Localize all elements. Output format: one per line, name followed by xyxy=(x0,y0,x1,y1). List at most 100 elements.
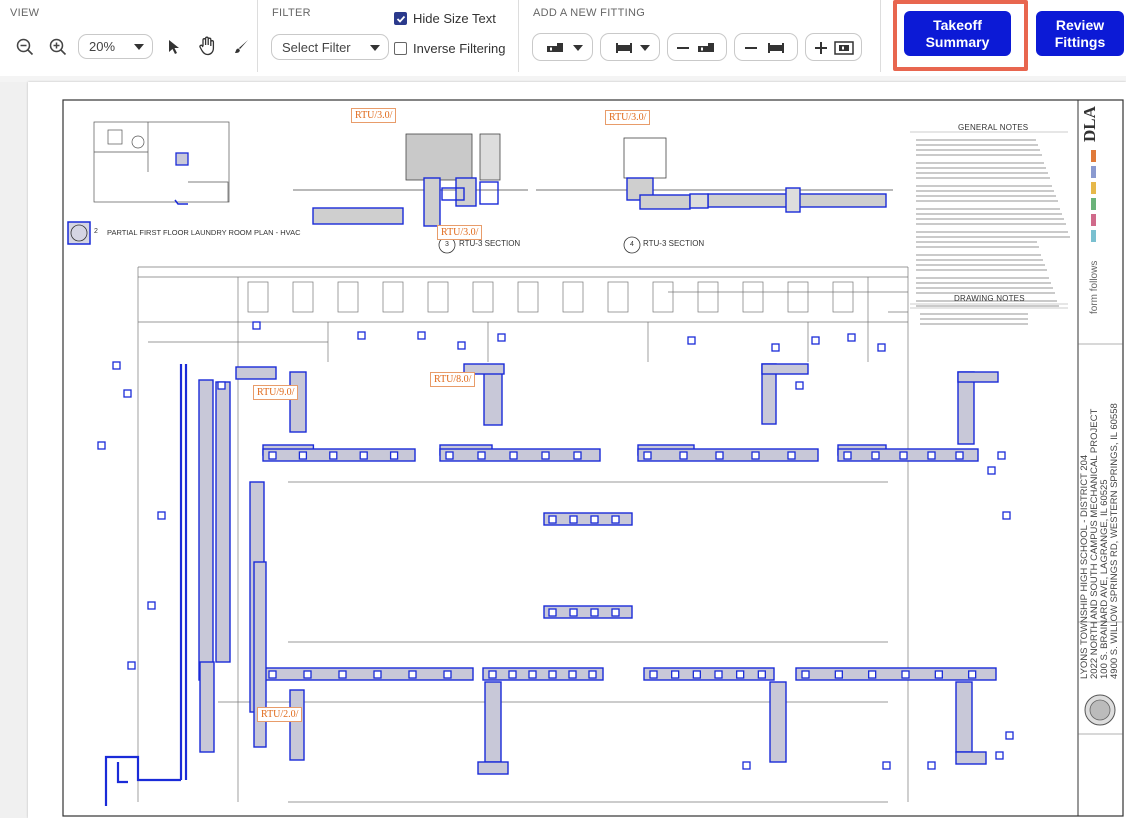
inverse-filtering-checkbox[interactable]: Inverse Filtering xyxy=(394,41,505,56)
duct-segment xyxy=(253,561,267,748)
rtu-tag[interactable]: RTU/8.0/ xyxy=(430,372,476,387)
checkmark-icon xyxy=(396,15,405,23)
drawing-notes-title: DRAWING NOTES xyxy=(954,294,1025,303)
room-outline xyxy=(697,281,719,313)
select-tool-button[interactable] xyxy=(164,36,184,58)
minus-icon xyxy=(677,47,689,49)
firm-logo: DLA xyxy=(1080,106,1099,142)
hide-size-text-label: Hide Size Text xyxy=(413,11,496,26)
title-block-line4: 4900 S. WILLOW SPRINGS RD, WESTERN SPRIN… xyxy=(1109,403,1120,679)
zoom-in-button[interactable] xyxy=(47,36,69,58)
zoom-select[interactable]: 20% xyxy=(78,34,153,59)
diffuser xyxy=(217,381,226,390)
ductwork-layer xyxy=(97,321,1014,775)
main-supply-riser xyxy=(104,364,188,806)
diffuser xyxy=(338,670,347,679)
chevron-down-icon xyxy=(370,45,380,51)
diffuser xyxy=(569,515,578,524)
diffuser xyxy=(834,670,843,679)
diffuser xyxy=(742,761,751,770)
diffuser xyxy=(801,670,810,679)
hide-size-text-checkbox[interactable]: Hide Size Text xyxy=(394,11,496,26)
plan-title: PARTIAL FIRST FLOOR LAUNDRY ROOM PLAN - … xyxy=(107,228,301,237)
diffuser xyxy=(679,451,688,460)
diffuser xyxy=(611,515,620,524)
duct-segment xyxy=(463,363,505,375)
section-4-bubble xyxy=(623,236,641,254)
pan-tool-button[interactable] xyxy=(195,34,219,58)
duct-segment xyxy=(957,371,999,383)
room-outline xyxy=(607,281,629,313)
duct-segment xyxy=(235,366,277,380)
diffuser xyxy=(987,466,996,475)
section-4-number: 4 xyxy=(630,241,634,248)
checkbox-unchecked[interactable] xyxy=(394,42,407,55)
rtu-tag[interactable]: RTU/3.0/ xyxy=(605,110,651,125)
rtu-tag[interactable]: RTU/9.0/ xyxy=(253,385,299,400)
duct-segment xyxy=(955,751,987,765)
diffuser xyxy=(811,336,820,345)
brush-tool-button[interactable] xyxy=(230,36,252,58)
room-outline xyxy=(517,281,539,313)
rtu-tag[interactable]: RTU/3.0/ xyxy=(351,108,397,123)
takeoff-summary-button[interactable]: Takeoff Summary xyxy=(904,11,1011,56)
diffuser xyxy=(1002,511,1011,520)
diffuser xyxy=(303,670,312,679)
remove-elbow-fitting-button[interactable] xyxy=(667,33,727,61)
diffuser xyxy=(997,451,1006,460)
review-fittings-button[interactable]: Review Fittings xyxy=(1036,11,1124,56)
diffuser xyxy=(877,343,886,352)
duct-segment xyxy=(955,681,973,753)
duct-segment xyxy=(761,363,809,375)
rtu-section-3-duct-outline xyxy=(312,177,499,227)
duct-segment xyxy=(482,667,604,681)
duct-segment xyxy=(199,661,215,753)
add-fitting-button[interactable] xyxy=(805,33,862,61)
room-outline xyxy=(652,281,674,313)
duct-segment xyxy=(643,667,775,681)
duct-segment xyxy=(484,681,502,763)
diffuser xyxy=(736,670,745,679)
minus-icon xyxy=(745,47,757,49)
diffuser xyxy=(568,670,577,679)
duct-fitting xyxy=(175,152,189,166)
rtu-tag[interactable]: RTU/3.0/ xyxy=(437,225,483,240)
duct-segment xyxy=(795,667,997,681)
fitting-type-select-1[interactable] xyxy=(532,33,593,61)
fitting-type-select-2[interactable] xyxy=(600,33,660,61)
diffuser xyxy=(590,515,599,524)
diffuser xyxy=(995,751,1004,760)
diffuser xyxy=(417,331,426,340)
room-outline xyxy=(382,281,404,313)
filter-select[interactable]: Select Filter xyxy=(271,34,389,60)
diffuser xyxy=(843,451,852,460)
duct-segment xyxy=(543,512,633,526)
remove-straight-fitting-button[interactable] xyxy=(734,33,798,61)
section-3-title: RTU-3 SECTION xyxy=(459,239,521,248)
diffuser xyxy=(147,601,156,610)
drawing-canvas[interactable]: RTU/3.0/ RTU/3.0/ RTU/3.0/ RTU/9.0/ RTU/… xyxy=(0,82,1126,818)
diffuser xyxy=(528,670,537,679)
pointer-icon xyxy=(169,40,179,54)
section-4-title: RTU-3 SECTION xyxy=(643,239,705,248)
duct-segment xyxy=(769,681,787,763)
zoom-out-button[interactable] xyxy=(14,36,36,58)
brand-color-swatches xyxy=(1091,150,1096,242)
diffuser xyxy=(687,336,696,345)
diffuser xyxy=(899,451,908,460)
diffuser xyxy=(488,670,497,679)
drawing-sheet[interactable]: RTU/3.0/ RTU/3.0/ RTU/3.0/ RTU/9.0/ RTU/… xyxy=(28,82,1126,818)
rtu-tag[interactable]: RTU/2.0/ xyxy=(257,707,303,722)
plan-number: 2 xyxy=(94,228,98,235)
diffuser xyxy=(445,451,454,460)
diffuser xyxy=(569,608,578,617)
pan-hand-icon xyxy=(199,36,215,56)
diffuser xyxy=(373,670,382,679)
laundry-room-plan xyxy=(93,121,230,203)
fitting-straight-icon xyxy=(768,43,784,53)
checkbox-checked[interactable] xyxy=(394,12,407,25)
diffuser xyxy=(123,389,132,398)
room-outline xyxy=(292,281,314,313)
diffuser xyxy=(112,361,121,370)
room-outline xyxy=(247,281,269,313)
